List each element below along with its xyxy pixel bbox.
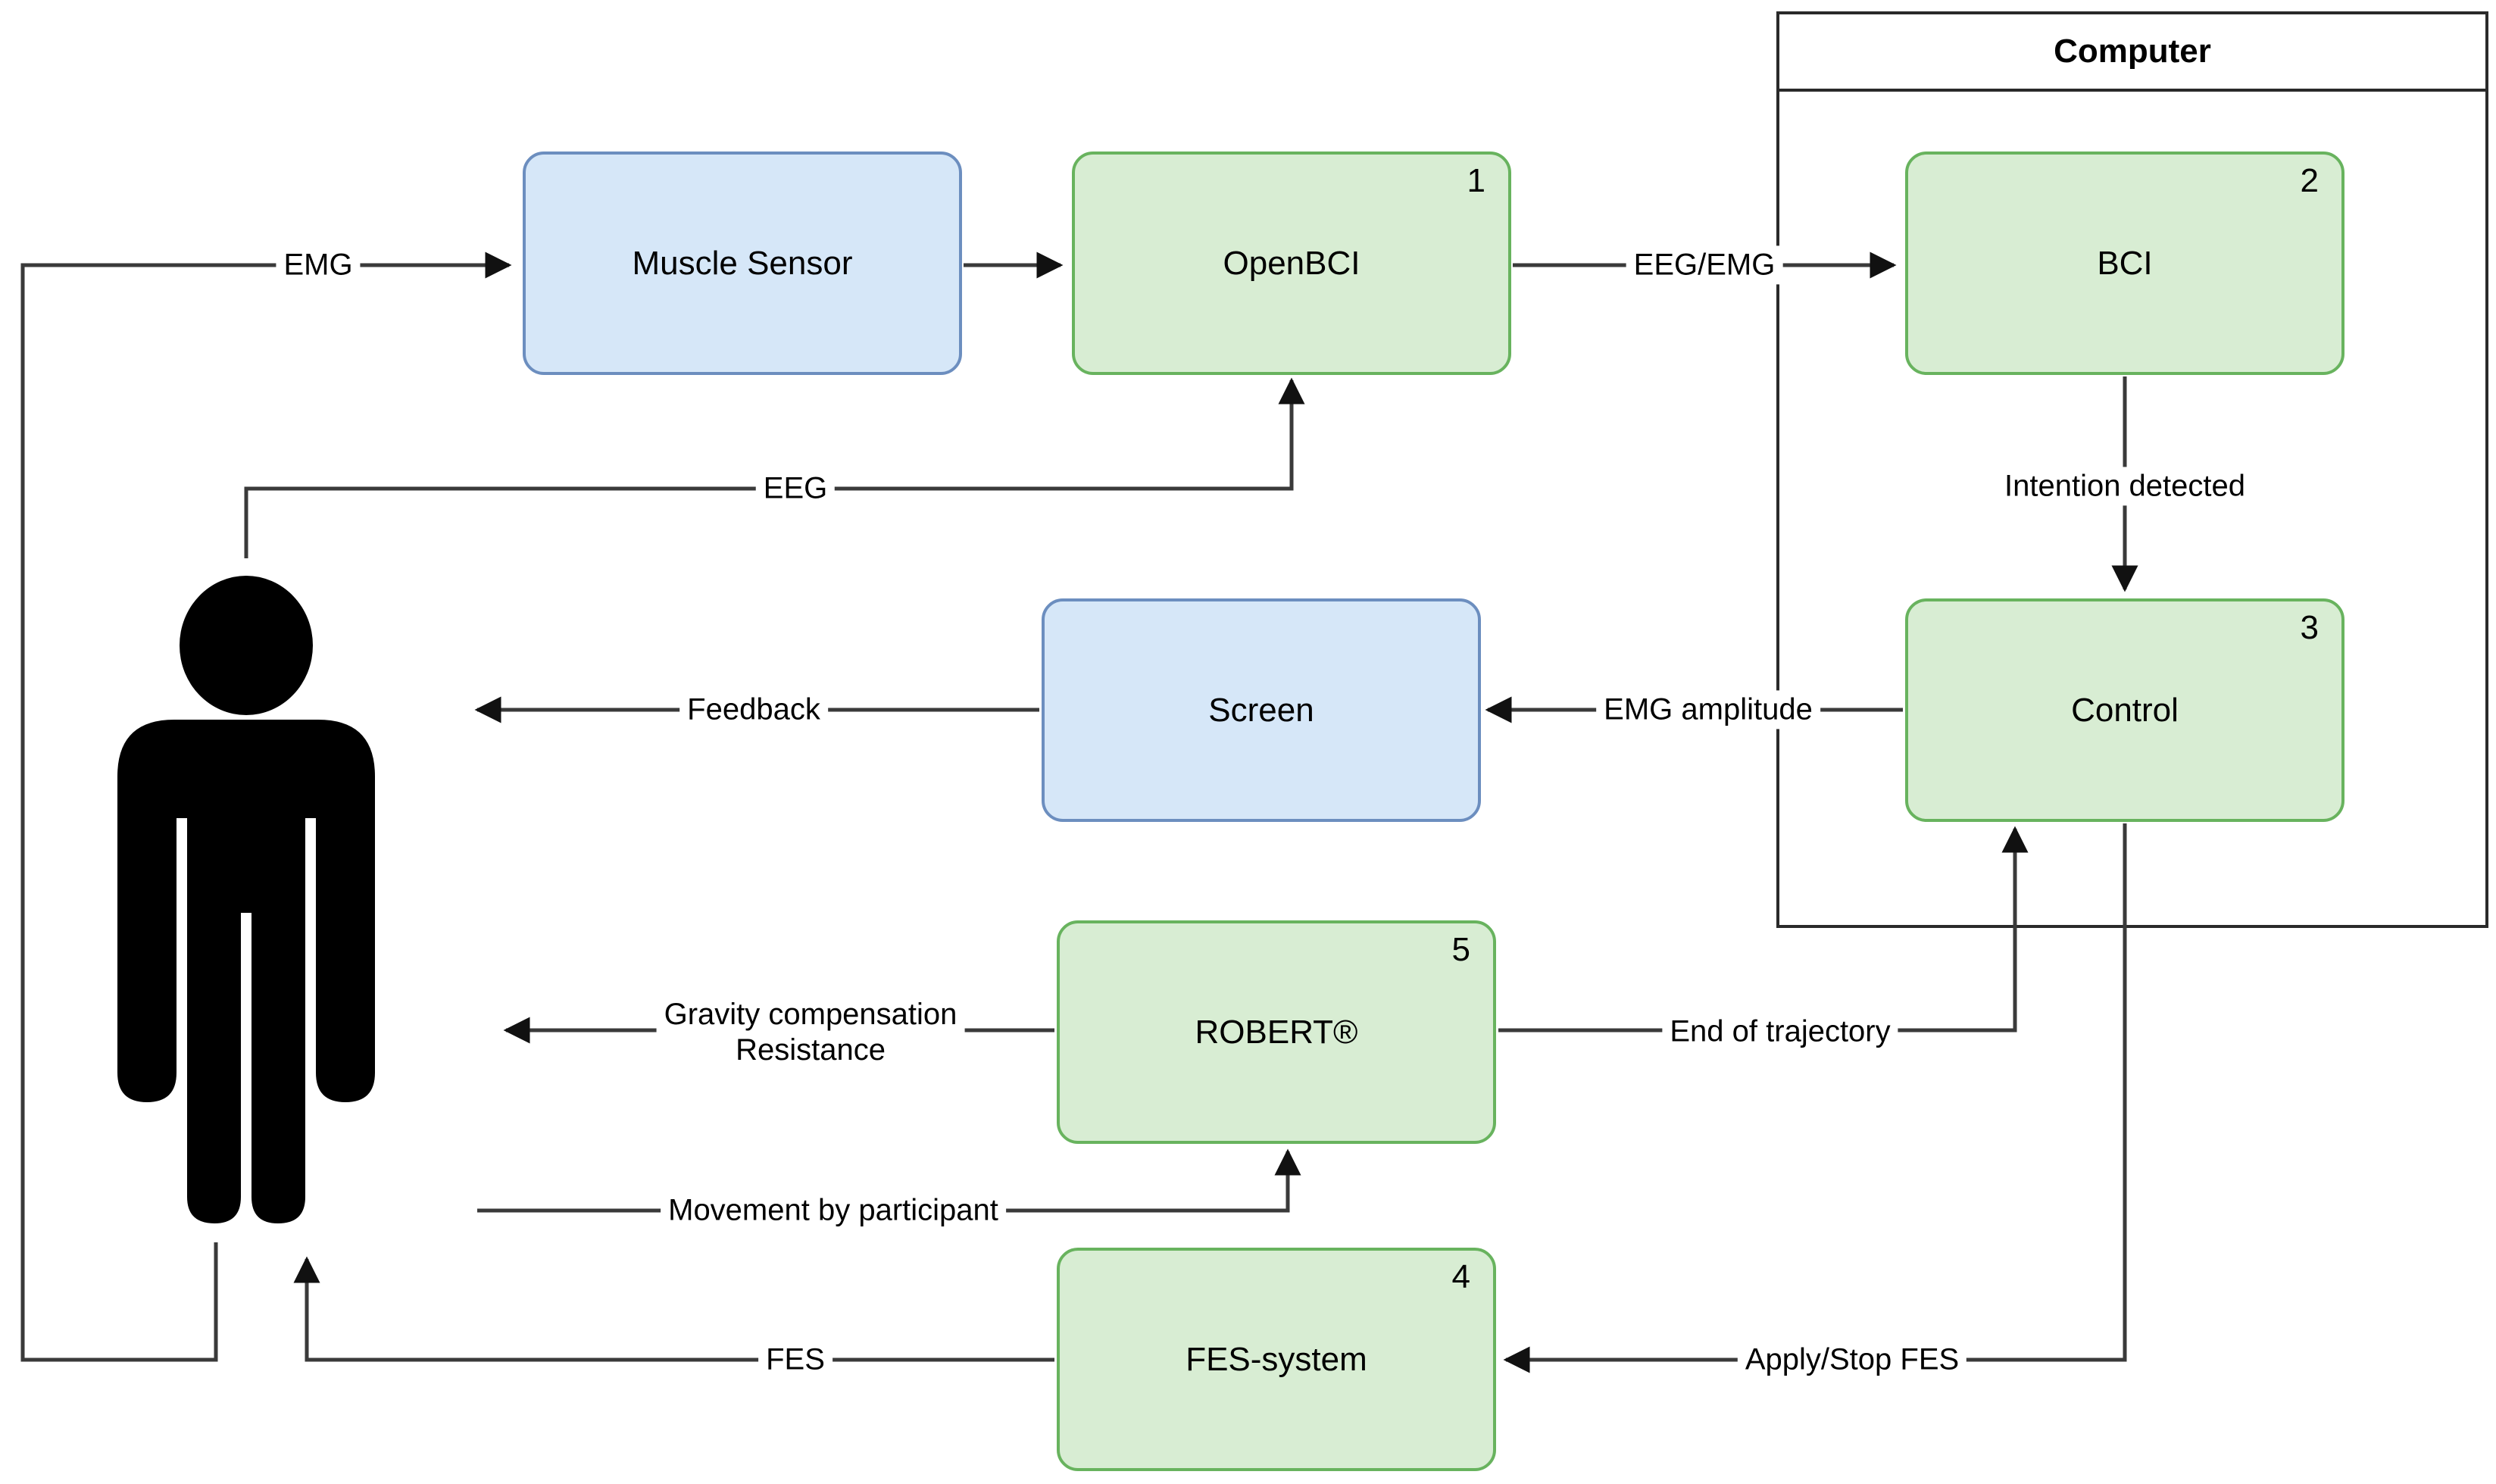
- node-openbci: 1 OpenBCI: [1072, 152, 1511, 375]
- computer-container-title: Computer: [1779, 14, 2485, 92]
- node-badge: 2: [2300, 162, 2319, 199]
- edge-label-emg: EMG: [276, 245, 361, 285]
- edge-label-feedback: Feedback: [679, 690, 828, 730]
- node-muscle-sensor: Muscle Sensor: [523, 152, 962, 375]
- participant-icon: [117, 576, 375, 1223]
- edge-end-of-trajectory-line: [1498, 826, 2029, 1033]
- node-control: 3 Control: [1905, 598, 2344, 822]
- node-label: OpenBCI: [1223, 244, 1360, 282]
- node-label: BCI: [2097, 244, 2153, 282]
- participant-body-icon: [117, 720, 375, 1223]
- participant-head-icon: [180, 576, 313, 715]
- node-screen: Screen: [1042, 598, 1481, 822]
- edge-label-movement-by-participant: Movement by participant: [661, 1191, 1006, 1230]
- node-label: Control: [2071, 691, 2179, 729]
- computer-container: Computer: [1776, 11, 2488, 928]
- node-badge: 5: [1451, 931, 1470, 968]
- edge-fes-line: [293, 1256, 1054, 1362]
- edge-apply-stop-fes-line: [1503, 823, 2127, 1373]
- node-label: ROBERT®: [1195, 1013, 1358, 1051]
- node-bci: 2 BCI: [1905, 152, 2344, 375]
- edge-label-emg-amplitude: EMG amplitude: [1596, 690, 1820, 730]
- node-badge: 4: [1451, 1258, 1470, 1295]
- edge-label-apply-stop-fes: Apply/Stop FES: [1737, 1340, 1967, 1379]
- edge-emg-line: [20, 251, 512, 1362]
- edge-label-intention-detected: Intention detected: [1996, 467, 2254, 506]
- gravity-line-2: Resistance: [736, 1033, 886, 1067]
- node-robert: 5 ROBERT®: [1057, 920, 1496, 1144]
- edge-label-gravity-compensation: Gravity compensation Resistance: [656, 995, 965, 1070]
- edge-label-eeg-emg: EEG/EMG: [1626, 245, 1783, 285]
- node-label: Screen: [1208, 691, 1314, 729]
- node-label: FES-system: [1186, 1340, 1367, 1378]
- node-badge: 1: [1467, 162, 1485, 199]
- edge-label-end-of-trajectory: End of trajectory: [1662, 1012, 1898, 1051]
- node-badge: 3: [2300, 609, 2319, 646]
- edge-label-fes: FES: [758, 1340, 833, 1379]
- edge-label-eeg: EEG: [755, 469, 836, 508]
- node-fes-system: 4 FES-system: [1057, 1248, 1496, 1471]
- node-label: Muscle Sensor: [632, 244, 853, 282]
- gravity-line-1: Gravity compensation: [664, 997, 957, 1031]
